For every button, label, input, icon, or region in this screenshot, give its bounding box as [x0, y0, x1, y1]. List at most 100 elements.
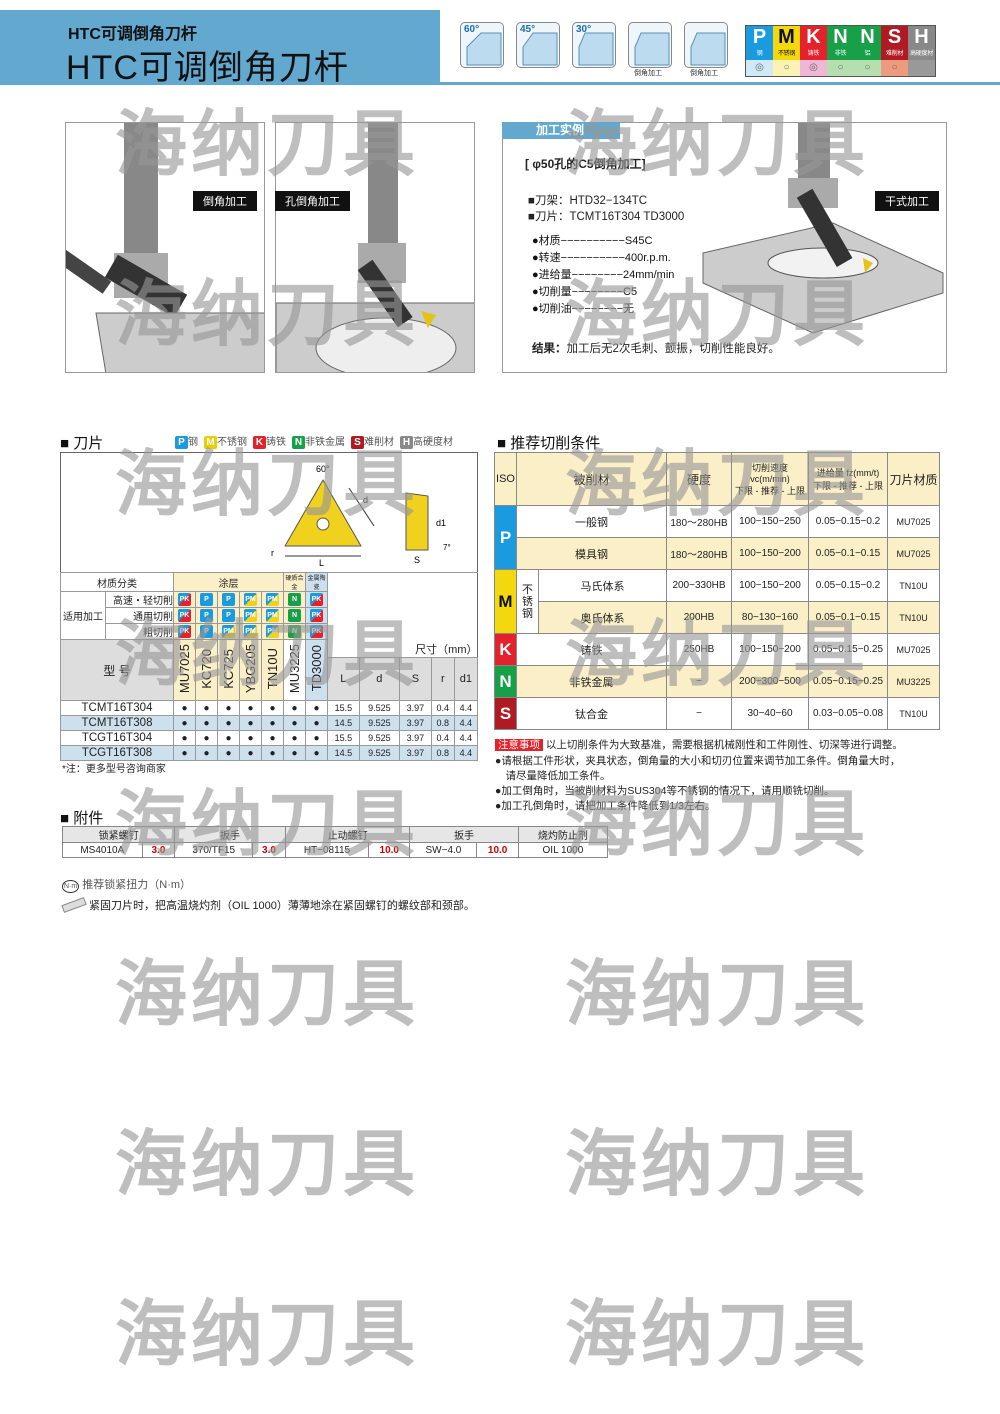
angle-caption: 倒角加工: [634, 70, 662, 77]
grade-header: KC725: [217, 639, 240, 701]
dim-cell: 9.525: [358, 730, 401, 746]
legend-p-icon: P: [175, 436, 188, 449]
availability-cell: ●: [305, 715, 328, 731]
grade-header: MU3225: [283, 639, 306, 701]
r-label: r: [271, 548, 274, 558]
feed-header: 进给量 fz(mm/t)下限 - 推荐 - 上限: [808, 452, 888, 506]
cutting-note: 请尽量降低加工条件。: [495, 770, 611, 782]
grade-suitability: PK: [305, 607, 328, 624]
availability-cell: ●: [195, 700, 218, 716]
iso-cell: K: [494, 633, 517, 666]
notice-line: 注意事项 以上切削条件为大致基准，需要根据机械刚性和工件刚性、切深等进行调整。: [495, 737, 903, 752]
model-cell: TCGT16T304: [60, 730, 174, 746]
grade-header: YBG205: [239, 639, 262, 701]
watermark: 海纳刀具: [565, 1295, 870, 1375]
availability-cell: ●: [173, 730, 196, 746]
grade-icon: PK: [178, 593, 191, 606]
grade-suitability: PM: [239, 623, 262, 640]
hardness-cell: 200HB: [666, 601, 732, 634]
suitability-mark: ◎: [746, 60, 773, 76]
model-cell: TCMT16T308: [60, 715, 174, 731]
availability-cell: ●: [217, 715, 240, 731]
grade-header: KC720: [195, 639, 218, 701]
dim-cell: 9.525: [358, 700, 401, 716]
iso-letter: M: [773, 26, 800, 48]
model-header: 型 号: [60, 639, 174, 701]
insert-footnote: *注：更多型号咨询商家: [62, 764, 166, 775]
header-rule: [440, 82, 1000, 85]
torque-note-text: 推荐锁紧扭力（N·m）: [82, 879, 192, 891]
availability-cell: ●: [283, 730, 306, 746]
accessory-name-row: 锁紧螺钉扳手止动螺钉扳手烧灼防止剂: [61, 826, 609, 843]
accessory-name: 烧灼防止剂: [517, 826, 609, 843]
availability-cell: ●: [195, 745, 218, 761]
grade-name: KC720: [199, 648, 214, 689]
material-cell: 奥氏体系: [538, 601, 667, 634]
watermark: 海纳刀具: [565, 1125, 870, 1205]
example-heading: [ φ50孔的C5倒角加工]: [525, 157, 646, 171]
angle-icon-3: [628, 22, 672, 68]
grade-cell: MU7025: [887, 633, 940, 666]
speed-label: 切削速度 vc(m/min): [750, 463, 790, 484]
angle-icon-4: [684, 22, 728, 68]
iso-cell: N: [494, 665, 517, 698]
iso-cell: P: [494, 505, 517, 570]
result-text: 加工后无2次毛刺、颤振，切削性能良好。: [566, 343, 780, 355]
grade-suitability: PK: [305, 623, 328, 640]
example-param: ●转速−−−−−−−−−−400r.p.m.: [532, 252, 671, 264]
hardness-cell: 180～280HB: [666, 537, 732, 570]
feed-sub: 下限 - 推荐 - 上限: [813, 481, 883, 491]
grade-icon: P: [200, 593, 213, 606]
hardness-cell: 250HB: [666, 633, 732, 666]
availability-cell: ●: [239, 715, 262, 731]
legend-label: 非铁金属: [305, 437, 345, 448]
grade-suitability: PM: [261, 607, 284, 624]
cutting-note: ●请根据工件形状，夹具状态，倒角量的大小和切刃位置来调节加工条件。倒角量大时，: [495, 755, 901, 767]
insert-spec: ■刀片：TCMT16T304 TD3000: [528, 211, 685, 223]
legend-n-icon: N: [292, 436, 305, 449]
grade-name: TN10U: [265, 647, 280, 690]
accessory-part: SW−4.0: [409, 842, 478, 858]
feed-cell: 0.05−0.1−0.15: [808, 537, 888, 570]
torque-value: 10.0: [476, 842, 519, 858]
speed-cell: 80−130−160: [731, 601, 809, 634]
speed-cell: 100−150−200: [731, 569, 809, 602]
iso-name: 非铁: [827, 48, 854, 60]
accessory-part: 370/TF15: [174, 842, 254, 858]
example-param: ●切削量−−−−−−−−C5: [532, 286, 638, 298]
grade-icon: PM: [244, 625, 257, 638]
grade-cell: TN10U: [887, 569, 940, 602]
grade-icon: PM: [266, 625, 279, 638]
watermark: 海纳刀具: [115, 1125, 420, 1205]
dim-cell: 14.5: [327, 715, 360, 731]
feed-cell: 0.05−0.15−0.2: [808, 569, 888, 602]
dim-cell: 15.5: [327, 730, 360, 746]
dry-machining-label: 干式加工: [875, 191, 939, 211]
grade-icon: PM: [222, 625, 235, 638]
chamfer-tool-image: [65, 122, 265, 373]
cutting-note: ●加工孔倒角时，请把加工条件降低到1/3左右。: [495, 800, 716, 812]
grease-note: 紧固刀片时，把高温烧灼剂（OIL 1000）薄薄地涂在紧固螺钉的螺纹部和颈部。: [61, 897, 475, 913]
iso-letter: H: [908, 26, 935, 48]
availability-cell: ●: [217, 730, 240, 746]
dim-cell: 14.5: [327, 745, 360, 761]
grade-suitability: PM: [261, 623, 284, 640]
grade-suitability: PK: [173, 591, 196, 608]
angle-icon-1: 45°: [516, 22, 560, 68]
grade-icon: N: [288, 609, 301, 622]
speed-header: 切削速度 vc(m/min)下限 - 推荐 - 上限: [731, 452, 809, 506]
material-cell: 铸铁: [516, 633, 667, 666]
application-label: 通用切削: [105, 607, 174, 624]
